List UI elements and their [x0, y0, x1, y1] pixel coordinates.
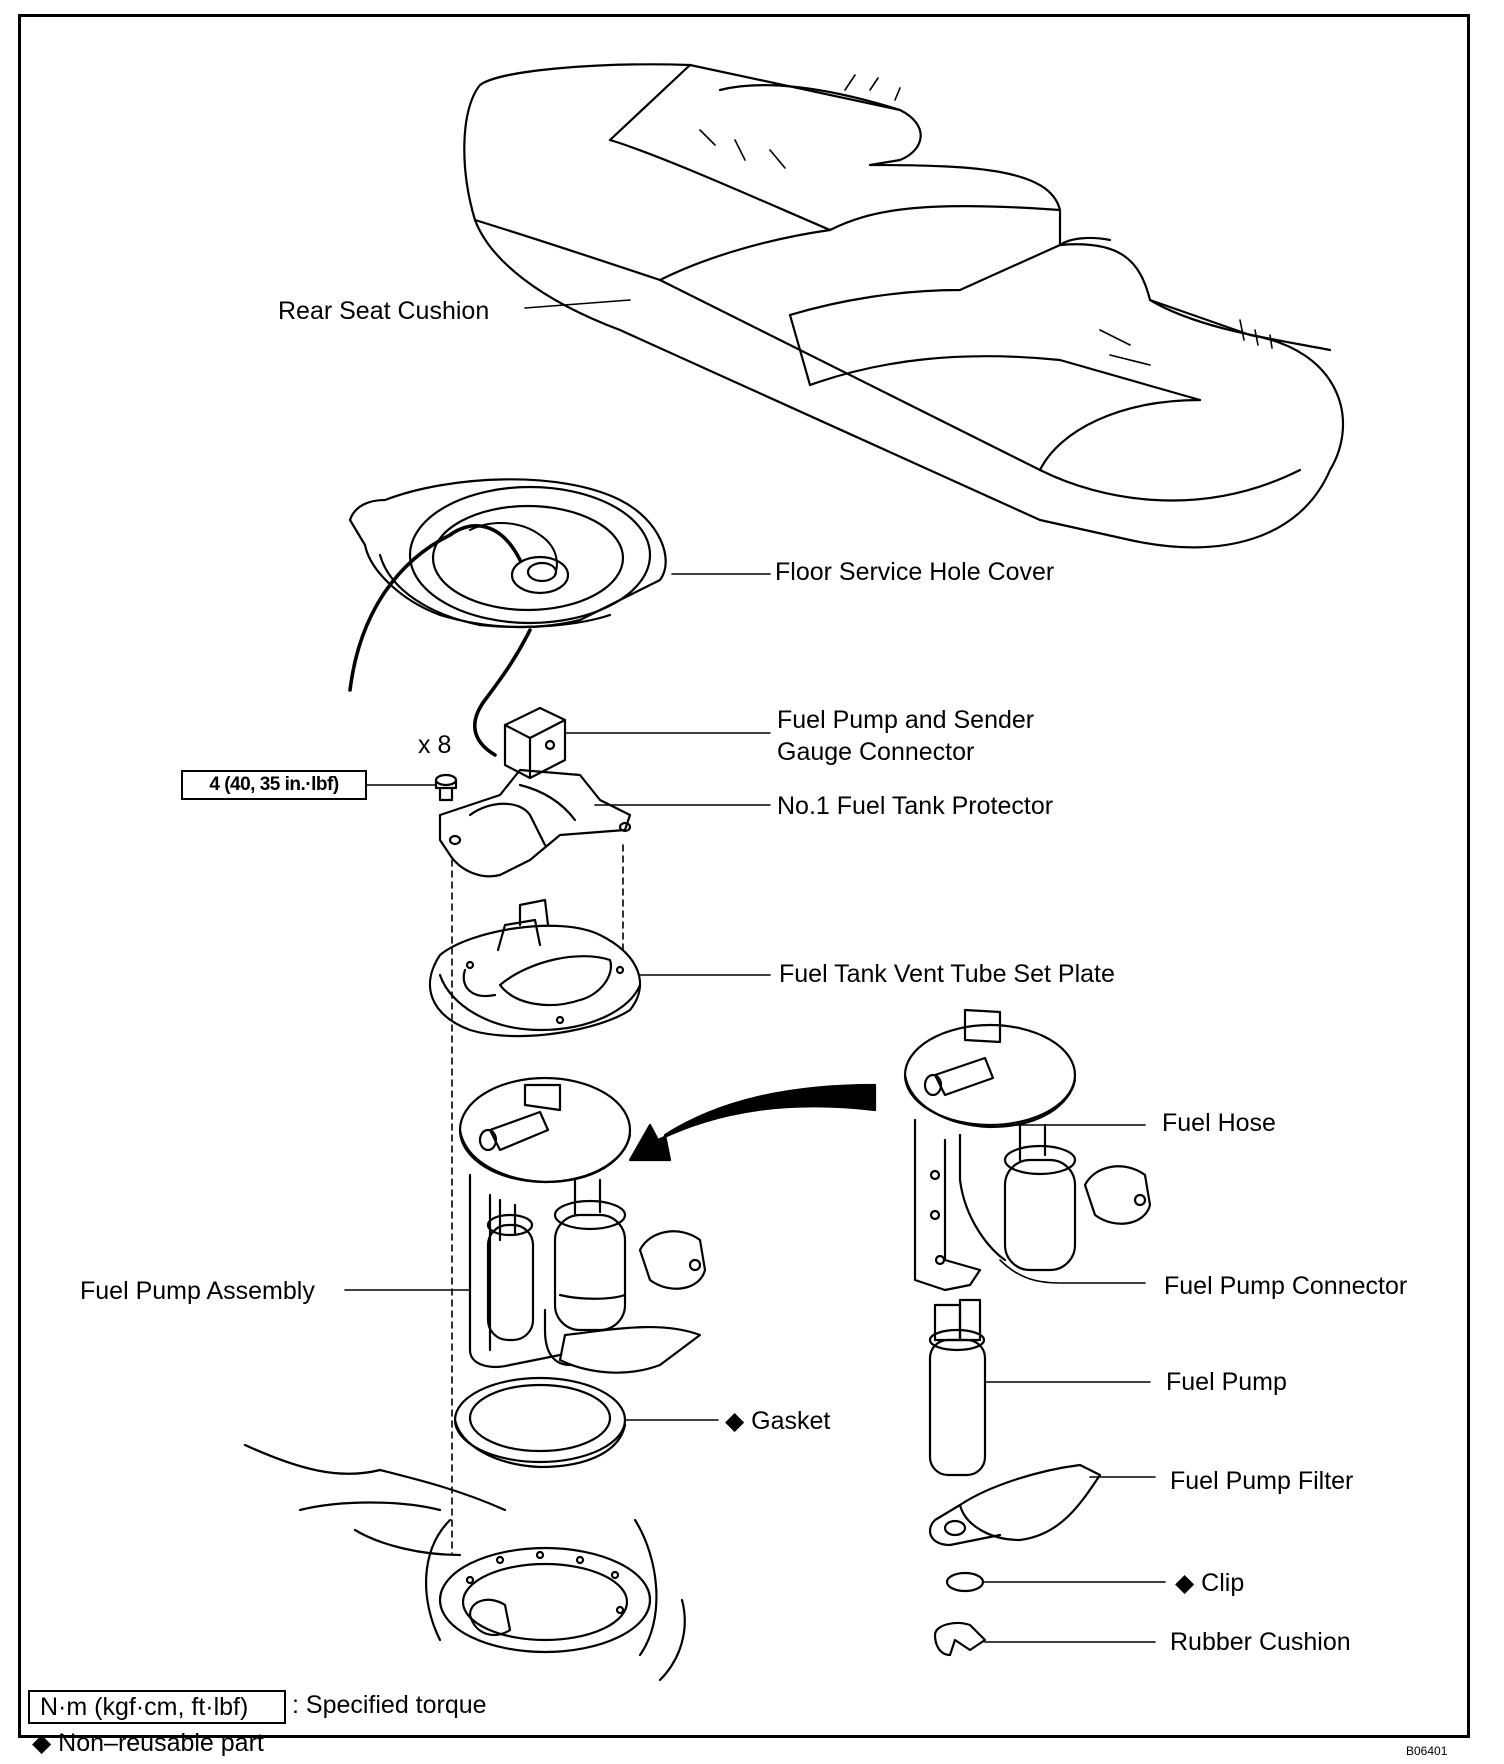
- legend-specified-torque: : Specified torque: [292, 1691, 487, 1719]
- leader-lines: [344, 299, 1166, 1643]
- fuel-pump-assembly-drawing: [458, 1076, 707, 1374]
- gasket-drawing: [453, 1376, 627, 1469]
- clip-drawing: [945, 1571, 985, 1593]
- label-fuel-pump-connector: Fuel Pump Connector: [1164, 1272, 1408, 1300]
- figure-id: B06401: [1406, 1744, 1448, 1758]
- label-gasket: ◆ Gasket: [725, 1407, 831, 1435]
- label-fuel-pump-assembly: Fuel Pump Assembly: [80, 1277, 315, 1305]
- label-connector-line1: Fuel Pump and Sender: [777, 706, 1035, 734]
- alignment-lines: [451, 844, 624, 1556]
- bolt-quantity: x 8: [418, 731, 452, 759]
- label-connector: Fuel Pump and Sender Gauge Connector: [777, 704, 1034, 768]
- vent-tube-set-plate-drawing: [428, 898, 642, 1038]
- fuel-pump-filter-drawing: [928, 1463, 1102, 1547]
- rear-seat-cushion-drawing: [463, 63, 1345, 549]
- rubber-cushion-drawing: [933, 1621, 987, 1657]
- label-clip: ◆ Clip: [1175, 1569, 1245, 1597]
- label-fuel-pump: Fuel Pump: [1166, 1368, 1287, 1396]
- legend-non-reusable: ◆ Non–reusable part: [32, 1729, 264, 1757]
- label-fuel-hose: Fuel Hose: [1162, 1109, 1276, 1137]
- label-rear-seat-cushion: Rear Seat Cushion: [278, 297, 490, 325]
- floor-service-hole-cover-drawing: [348, 478, 667, 757]
- label-connector-line2: Gauge Connector: [777, 738, 975, 766]
- legend-unit-box: N·m (kgf·cm, ft·lbf): [28, 1690, 286, 1724]
- label-vent-tube-set-plate: Fuel Tank Vent Tube Set Plate: [779, 960, 1115, 988]
- label-tank-protector: No.1 Fuel Tank Protector: [777, 792, 1054, 820]
- fuel-tank-opening-drawing: [243, 1443, 686, 1682]
- sender-gauge-connector-drawing: [503, 706, 567, 780]
- fuel-tank-protector-drawing: [438, 768, 632, 878]
- fuel-pump-drawing: [928, 1298, 987, 1477]
- label-rubber-cushion: Rubber Cushion: [1170, 1628, 1351, 1656]
- torque-spec-box: 4 (40, 35 in.·lbf): [181, 770, 367, 800]
- fuel-pump-detail-drawing: [903, 1008, 1152, 1292]
- label-fuel-pump-filter: Fuel Pump Filter: [1170, 1467, 1354, 1495]
- bolt-drawing: [434, 773, 458, 802]
- label-floor-service-hole-cover: Floor Service Hole Cover: [775, 558, 1055, 586]
- assembly-arrow: [628, 1083, 877, 1162]
